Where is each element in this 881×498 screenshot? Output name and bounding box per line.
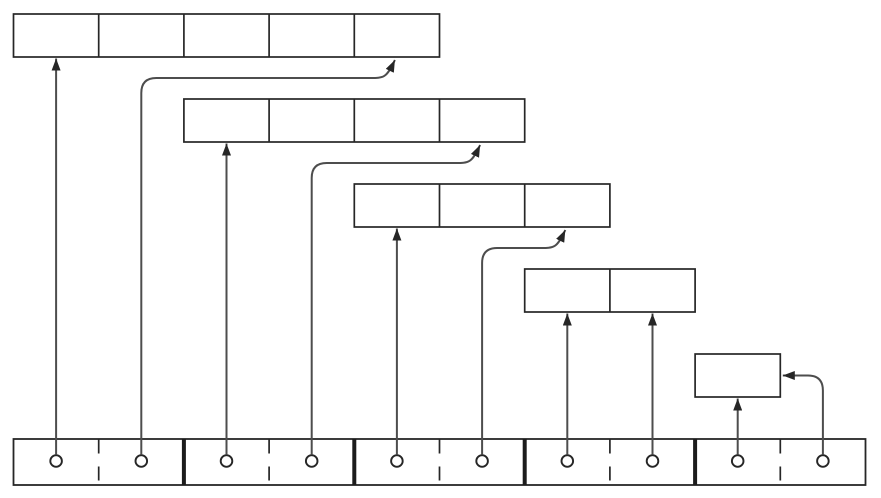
row-1-outline: [12, 13, 441, 58]
row-3: [353, 183, 611, 228]
row-3-outline: [353, 183, 611, 228]
pointer-origin-circle-6: [475, 454, 489, 468]
pointer-origin-circle-10: [816, 454, 830, 468]
pointer-arrow-6: [481, 229, 567, 455]
row-2: [183, 98, 526, 143]
pointer-array: [12, 438, 867, 486]
pointer-arrow-4: [310, 144, 482, 455]
pointer-origin-circle-7: [560, 454, 575, 468]
pointer-origin-circle-3: [219, 454, 234, 468]
row-5-outline: [694, 353, 782, 398]
row-1: [12, 13, 441, 58]
pointer-origin-circle-8: [645, 454, 660, 468]
pointer-origin-circle-2: [134, 454, 149, 468]
row-4: [523, 268, 696, 313]
pointer-origin-circle-4: [304, 454, 319, 468]
pointer-origin-circle-9: [730, 454, 745, 468]
pointer-arrow-10: [782, 371, 824, 455]
pointer-origin-circle-5: [390, 454, 404, 468]
pointer-origin-circle-1: [49, 454, 63, 468]
pointer-arrow-2: [140, 59, 396, 455]
row-5: [694, 353, 782, 398]
